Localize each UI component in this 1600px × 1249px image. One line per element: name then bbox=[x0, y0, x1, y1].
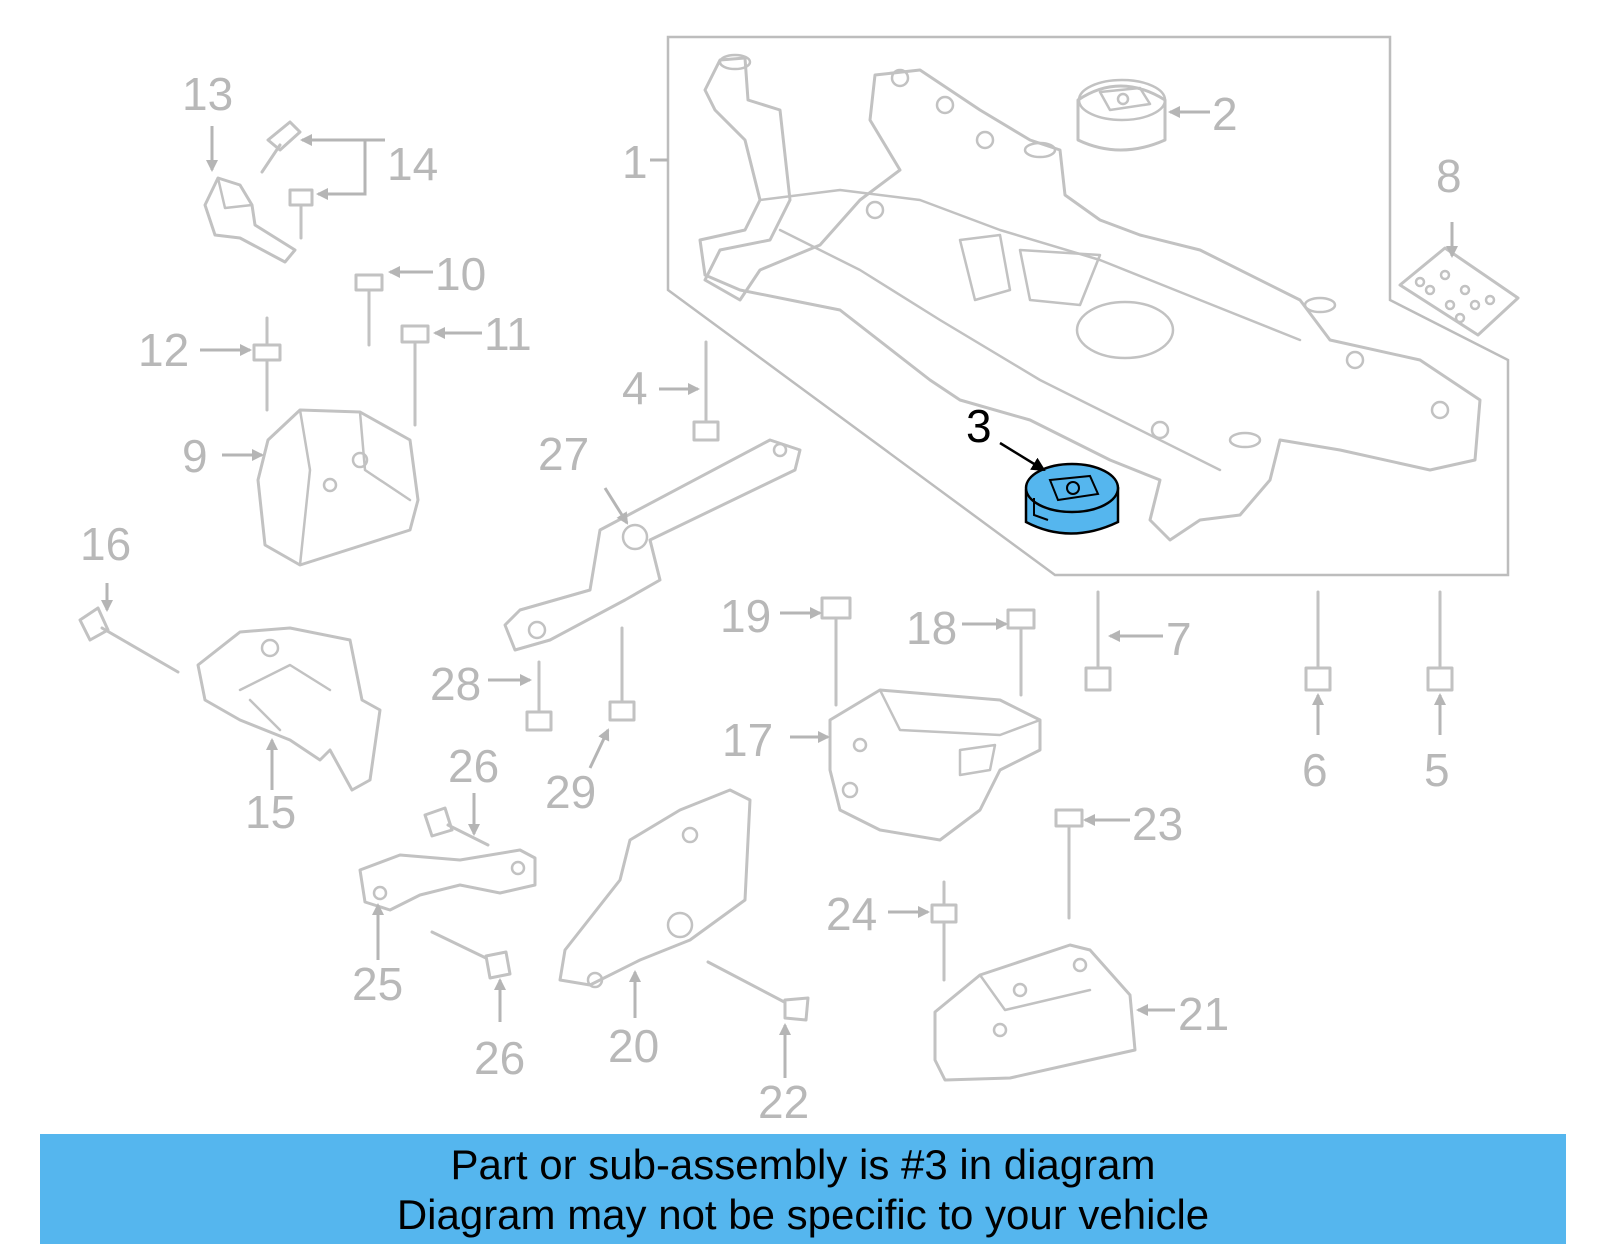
bolt-part-19[interactable] bbox=[820, 596, 852, 707]
label-7: 7 bbox=[1166, 613, 1192, 665]
label-26a: 26 bbox=[448, 740, 499, 792]
bolt-part-6[interactable] bbox=[1304, 590, 1332, 692]
bolt-part-10[interactable] bbox=[354, 273, 384, 347]
label-12: 12 bbox=[138, 324, 189, 376]
label-10: 10 bbox=[435, 248, 486, 300]
bolt-part-29[interactable] bbox=[608, 626, 636, 722]
label-23: 23 bbox=[1132, 798, 1183, 850]
label-18: 18 bbox=[906, 602, 957, 654]
subframe-part-1[interactable] bbox=[698, 53, 1482, 542]
bolt-part-16[interactable] bbox=[78, 606, 180, 674]
bolt-part-5[interactable] bbox=[1426, 590, 1454, 692]
label-9: 9 bbox=[182, 430, 208, 482]
bolt-part-26b[interactable] bbox=[430, 930, 512, 980]
label-14: 14 bbox=[387, 138, 438, 190]
caption-line-2: Diagram may not be specific to your vehi… bbox=[396, 1191, 1210, 1238]
label-13: 13 bbox=[182, 68, 233, 120]
leader-lines bbox=[101, 106, 1458, 1078]
label-17: 17 bbox=[722, 714, 773, 766]
bolt-part-4[interactable] bbox=[692, 340, 720, 442]
label-21: 21 bbox=[1178, 988, 1229, 1040]
mount-part-15[interactable] bbox=[196, 626, 382, 792]
label-24: 24 bbox=[826, 888, 877, 940]
subframe-group-frame bbox=[666, 35, 1510, 577]
bolt-part-14b[interactable] bbox=[288, 188, 314, 240]
mount-part-9[interactable] bbox=[256, 408, 420, 567]
label-11: 11 bbox=[484, 308, 532, 360]
label-29: 29 bbox=[545, 766, 596, 818]
label-6: 6 bbox=[1302, 744, 1328, 796]
bushing-part-2[interactable] bbox=[1076, 78, 1167, 152]
mount-part-21[interactable] bbox=[933, 943, 1137, 1082]
label-20: 20 bbox=[608, 1020, 659, 1072]
label-8: 8 bbox=[1436, 150, 1462, 202]
mount-part-17[interactable] bbox=[828, 688, 1042, 842]
label-5: 5 bbox=[1424, 744, 1450, 796]
callout-labels: 1 2 3 4 5 6 7 8 9 10 11 12 13 14 15 16 1… bbox=[80, 68, 1462, 1128]
bracket-part-20[interactable] bbox=[558, 788, 752, 989]
bushing-part-3[interactable] bbox=[1024, 462, 1120, 535]
bolt-part-12[interactable] bbox=[252, 316, 282, 412]
bolt-part-7[interactable] bbox=[1084, 590, 1112, 692]
caption-line-1: Part or sub-assembly is #3 in diagram bbox=[450, 1141, 1156, 1188]
label-22: 22 bbox=[758, 1076, 809, 1128]
bolt-part-14a[interactable] bbox=[260, 120, 302, 174]
label-16: 16 bbox=[80, 518, 131, 570]
bolt-part-28[interactable] bbox=[525, 660, 553, 732]
label-25: 25 bbox=[352, 958, 403, 1010]
caption-banner: Part or sub-assembly is #3 in diagram Di… bbox=[40, 1134, 1566, 1244]
bracket-part-25[interactable] bbox=[358, 848, 537, 912]
label-2: 2 bbox=[1212, 88, 1238, 140]
plate-part-8[interactable] bbox=[1398, 246, 1520, 337]
label-15: 15 bbox=[245, 786, 296, 838]
label-4: 4 bbox=[622, 362, 648, 414]
label-26b: 26 bbox=[474, 1032, 525, 1084]
label-28: 28 bbox=[430, 658, 481, 710]
bolt-part-22[interactable] bbox=[706, 960, 810, 1022]
bolt-part-26a[interactable] bbox=[423, 806, 490, 847]
bolt-part-18[interactable] bbox=[1006, 608, 1036, 697]
bolt-part-23[interactable] bbox=[1054, 808, 1084, 920]
bracket-part-13[interactable] bbox=[203, 176, 297, 264]
label-19: 19 bbox=[720, 590, 771, 642]
bolt-part-24[interactable] bbox=[930, 880, 958, 982]
label-1: 1 bbox=[622, 136, 648, 188]
label-27: 27 bbox=[538, 428, 589, 480]
bolt-part-11[interactable] bbox=[400, 324, 430, 427]
torque-arm-part-27[interactable] bbox=[503, 438, 802, 652]
label-3: 3 bbox=[966, 400, 992, 452]
